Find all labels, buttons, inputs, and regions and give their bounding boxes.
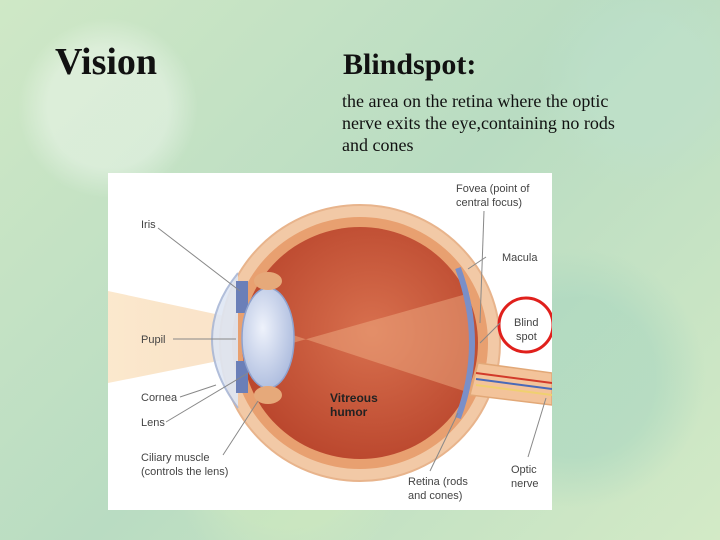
label-cornea: Cornea xyxy=(141,392,178,404)
eye-anatomy-svg: Fovea (point of central focus) Iris Macu… xyxy=(108,183,552,502)
label-pupil: Pupil xyxy=(141,334,165,346)
blind-spot-circle xyxy=(497,296,552,354)
slide-title: Vision xyxy=(55,41,158,83)
label-retina-2: and cones) xyxy=(408,490,462,502)
label-vitreous-1: Vitreous xyxy=(330,391,378,405)
lens xyxy=(241,287,295,389)
ciliary-muscle-upper xyxy=(254,272,282,290)
optic-vessel-yellow xyxy=(475,384,552,396)
label-lens: Lens xyxy=(141,417,165,429)
label-macula: Macula xyxy=(502,252,538,264)
blindspot-heading: Blindspot: xyxy=(343,48,477,81)
eyeball-interior xyxy=(242,227,478,459)
label-blind-spot-1: Blind xyxy=(514,317,538,329)
label-ciliary-1: Ciliary muscle xyxy=(141,452,209,464)
retina xyxy=(455,266,475,420)
label-fovea-1: Fovea (point of xyxy=(456,183,530,195)
eye-anatomy-diagram: Fovea (point of central focus) Iris Macu… xyxy=(108,173,552,510)
label-ciliary-2: (controls the lens) xyxy=(141,466,228,478)
optic-vessel-red xyxy=(475,372,552,384)
label-retina-1: Retina (rods xyxy=(408,476,468,488)
ciliary-muscle-lower xyxy=(254,386,282,404)
label-blind-spot-2: spot xyxy=(516,331,537,343)
label-iris: Iris xyxy=(141,219,156,231)
label-optic-2: nerve xyxy=(511,478,539,490)
iris xyxy=(236,281,248,313)
pointer-lines xyxy=(157,210,547,472)
label-vitreous-2: humor xyxy=(330,405,368,419)
light-cone xyxy=(250,293,470,393)
label-optic-1: Optic xyxy=(511,464,537,476)
light-beam xyxy=(108,291,248,383)
blindspot-definition: the area on the retina where the optic n… xyxy=(342,91,615,155)
cornea xyxy=(211,272,239,409)
label-fovea-2: central focus) xyxy=(456,197,522,209)
optic-vessel-blue xyxy=(475,378,552,390)
